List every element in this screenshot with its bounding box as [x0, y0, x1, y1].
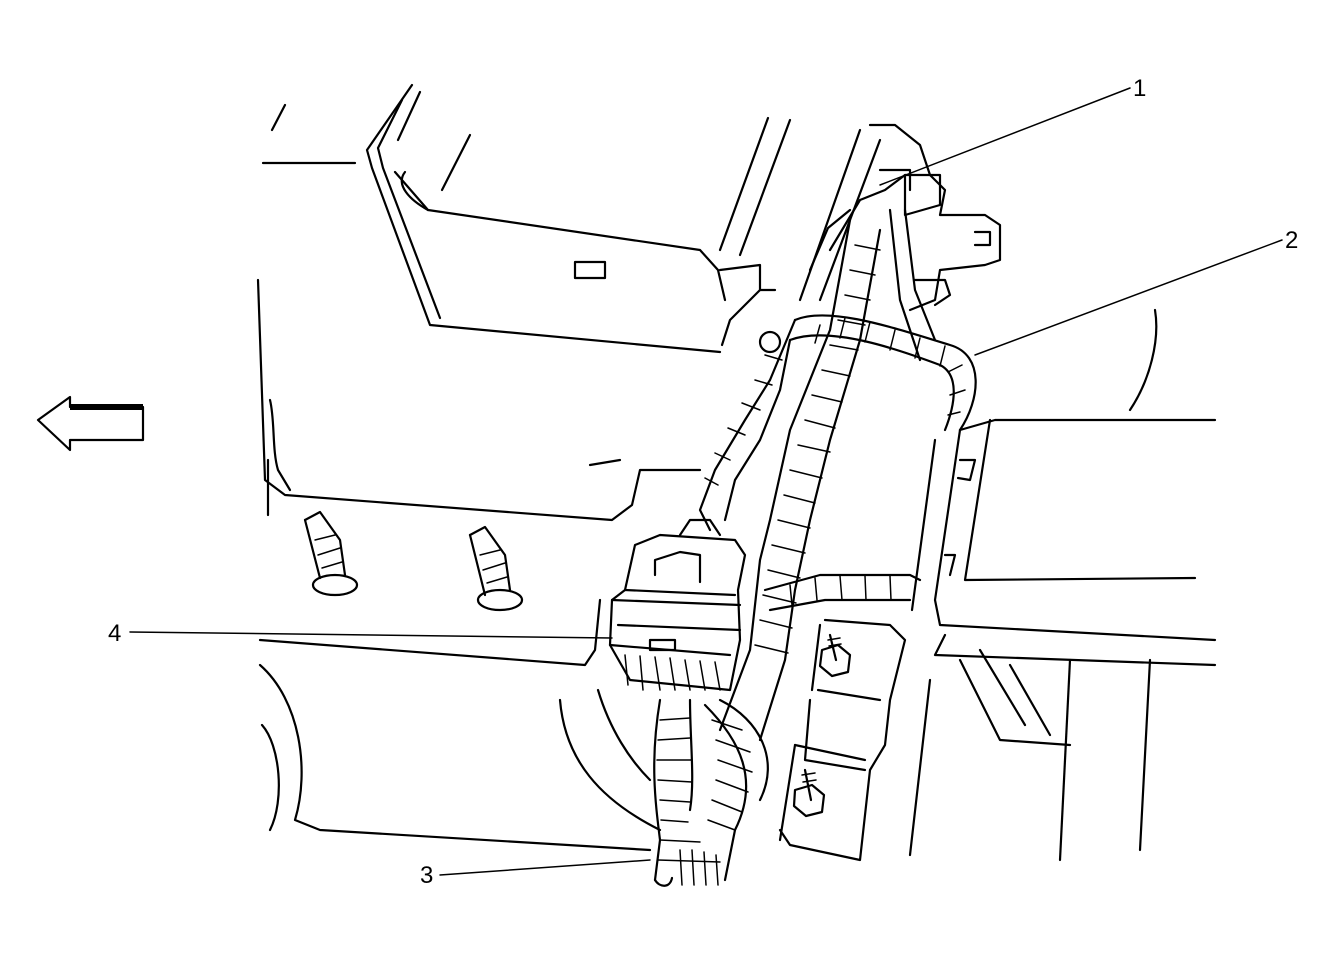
mounting-stud-right [468, 525, 524, 612]
callout-2: 2 [1285, 227, 1298, 254]
body-panel-lower [256, 260, 702, 852]
nut-icon [792, 768, 826, 818]
main-harness-trunk [718, 168, 942, 742]
harness-bracket [718, 123, 1002, 354]
lower-mount-bracket [778, 618, 907, 862]
leader-lines [129, 87, 1283, 876]
leader-line-4 [129, 631, 613, 639]
lower-harness [653, 698, 769, 887]
body-panel-upper [261, 83, 792, 354]
left-arrow-icon [36, 395, 145, 452]
callout-3: 3 [420, 862, 433, 889]
leader-line-2 [974, 239, 1283, 356]
control-module-box [908, 308, 1217, 862]
nut-icon [818, 633, 852, 678]
cross-strap [763, 573, 922, 612]
leader-line-3 [439, 859, 651, 876]
callout-4: 4 [108, 620, 121, 647]
callout-1: 1 [1133, 75, 1146, 102]
branch-harness [698, 208, 977, 532]
harness-connector [608, 518, 747, 692]
leader-line-1 [879, 87, 1131, 186]
mounting-stud-left [303, 510, 359, 597]
